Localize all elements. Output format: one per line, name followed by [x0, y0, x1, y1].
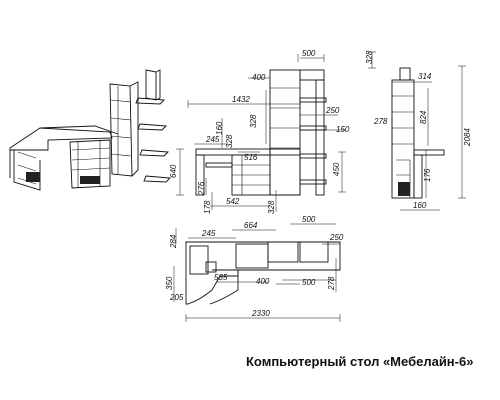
dim-500-bot: 500: [302, 278, 316, 287]
dim-160-side: 160: [413, 201, 427, 210]
dim-350: 350: [165, 276, 174, 290]
dim-245: 245: [205, 135, 220, 144]
dim-278: 278: [373, 117, 388, 126]
dim-278-top: 278: [327, 276, 336, 291]
dim-328-mid: 328: [225, 134, 234, 148]
dim-328-top: 328: [249, 114, 258, 128]
dim-516: 516: [244, 153, 258, 162]
drawing-caption: Компьютерный стол «Мебелайн-6»: [246, 354, 474, 369]
dim-176: 176: [423, 168, 432, 182]
side-view: 328 314 278 824 176 2084 160: [365, 50, 472, 211]
dim-1432: 1432: [232, 95, 250, 104]
dim-250: 250: [325, 106, 340, 115]
dim-500-top: 500: [302, 215, 316, 224]
dim-160: 160: [215, 121, 224, 135]
dim-178: 178: [203, 200, 212, 214]
dim-824: 824: [419, 110, 428, 124]
top-view: 500 284 245 664 250 585 400 500 350 205 …: [165, 215, 344, 322]
dim-150: 150: [336, 125, 350, 134]
dim-400: 400: [252, 73, 266, 82]
dim-664: 664: [244, 221, 258, 230]
dim-2330: 2330: [251, 309, 270, 318]
front-view: 1432 400 500 328 160 245 328 250 150 516…: [169, 49, 350, 214]
dim-250-top: 250: [329, 233, 344, 242]
dim-314: 314: [418, 72, 432, 81]
dim-276: 276: [197, 181, 206, 196]
dim-500: 500: [302, 49, 316, 58]
dim-585: 585: [214, 273, 228, 282]
dim-245-top: 245: [201, 229, 216, 238]
dim-2084: 2084: [463, 128, 472, 147]
dim-450: 450: [332, 162, 341, 176]
perspective-view: [9, 69, 172, 191]
dim-328-side: 328: [365, 50, 374, 64]
dim-284: 284: [169, 234, 178, 249]
dim-205: 205: [169, 293, 184, 302]
dim-400-top: 400: [256, 277, 270, 286]
dim-640: 640: [169, 164, 178, 178]
dim-328-bot: 328: [267, 200, 276, 214]
dim-542: 542: [226, 197, 240, 206]
